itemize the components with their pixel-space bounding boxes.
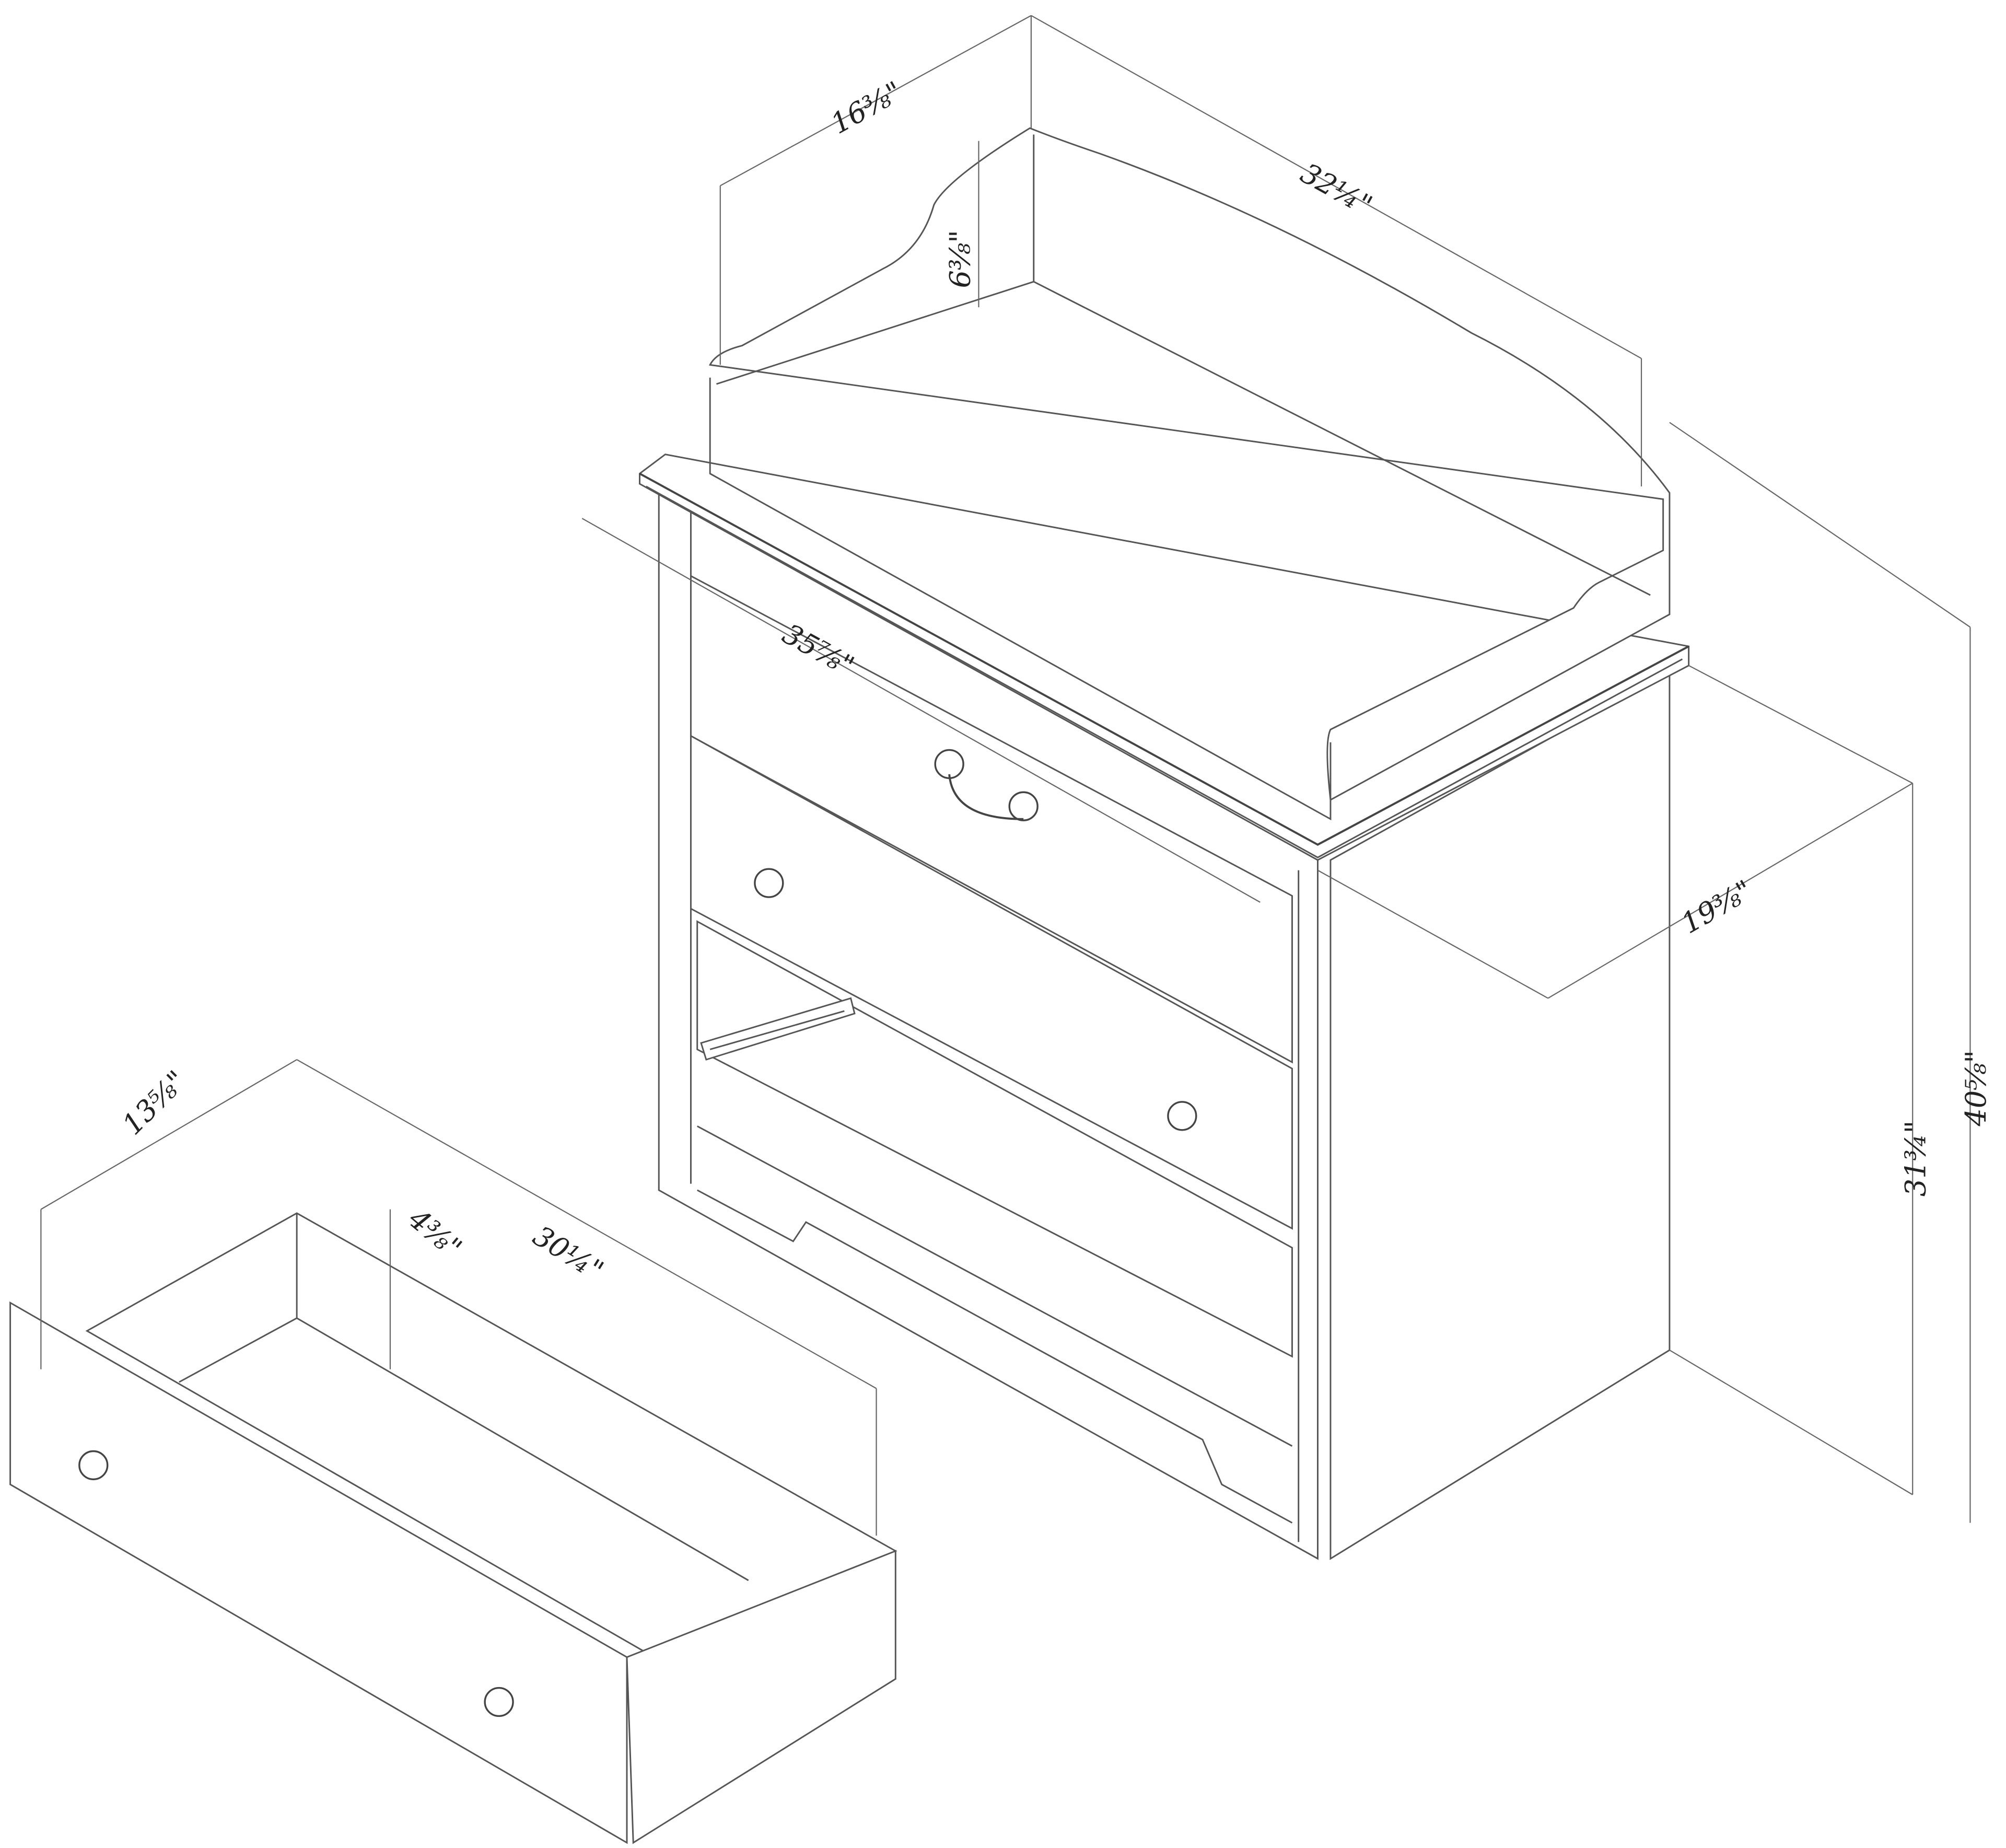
drawer-knob [1167,1101,1197,1131]
label-overall-height: 40⅝" [1960,1050,1992,1127]
label-drawer-depth: 13⅝" [116,1064,193,1141]
label-top-width: 32¼" [1295,156,1378,222]
label-drawer-height: 4⅜" [402,1202,468,1264]
label-top-surface-height: 31¾" [1899,1121,1932,1197]
dimension-lines [40,15,1971,1536]
cabinet [639,127,1690,1560]
drawer-removed [9,1212,897,1844]
label-body-depth: 19⅜" [1676,874,1758,940]
drawer-knob [754,868,784,898]
label-top-depth: 16⅜" [825,75,908,141]
drawer-handle-top [934,749,1039,821]
drawer-top-front [690,574,1293,1064]
label-backrail-height: 6⅜" [943,230,976,288]
